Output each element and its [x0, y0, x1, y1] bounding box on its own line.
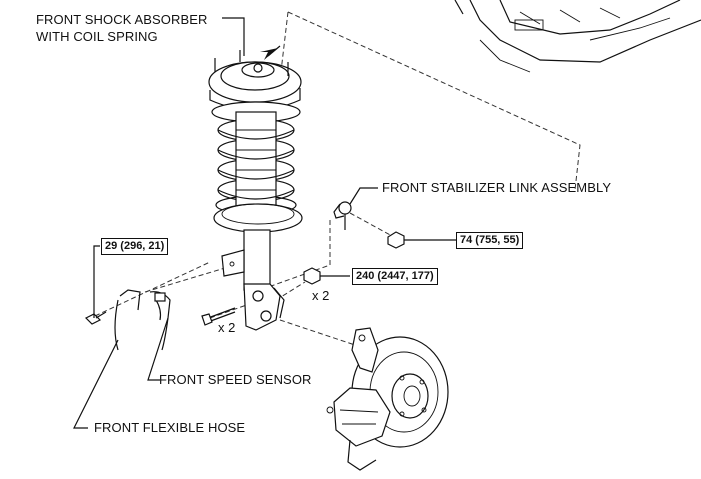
stabilizer-link — [333, 201, 405, 249]
speed-sensor-label: FRONT SPEED SENSOR — [159, 372, 312, 387]
stabilizer-link-label: FRONT STABILIZER LINK ASSEMBLY — [382, 180, 612, 195]
upper-mount — [208, 45, 302, 111]
coil-spring — [211, 101, 301, 215]
bracket-bolt-torque-box: 29 (296, 21) — [101, 238, 169, 255]
alignment-lines — [94, 11, 581, 346]
lower-spring-seat — [213, 203, 303, 233]
knuckle-nut-torque-box: 240 (2447, 177) — [352, 268, 438, 285]
shock-absorber-label: FRONT SHOCK ABSORBER — [36, 12, 208, 27]
knuckle-bolt — [201, 307, 236, 326]
knuckle-nut-quantity: x 2 — [312, 288, 330, 303]
knuckle-nut — [303, 267, 321, 285]
stabilizer-nut-torque-box: 74 (755, 55) — [456, 232, 524, 249]
knuckle-bolt-quantity: x 2 — [218, 320, 236, 335]
hose-and-sensor — [114, 289, 171, 351]
shock-absorber-label-line2: WITH COIL SPRING — [36, 29, 158, 44]
knuckle-and-disc — [326, 327, 449, 471]
strut-tower-illustration — [454, 0, 701, 73]
bracket-bolt — [84, 311, 107, 325]
flexible-hose-label: FRONT FLEXIBLE HOSE — [94, 420, 246, 435]
strut-body — [221, 229, 285, 331]
leader-lines — [73, 17, 456, 429]
